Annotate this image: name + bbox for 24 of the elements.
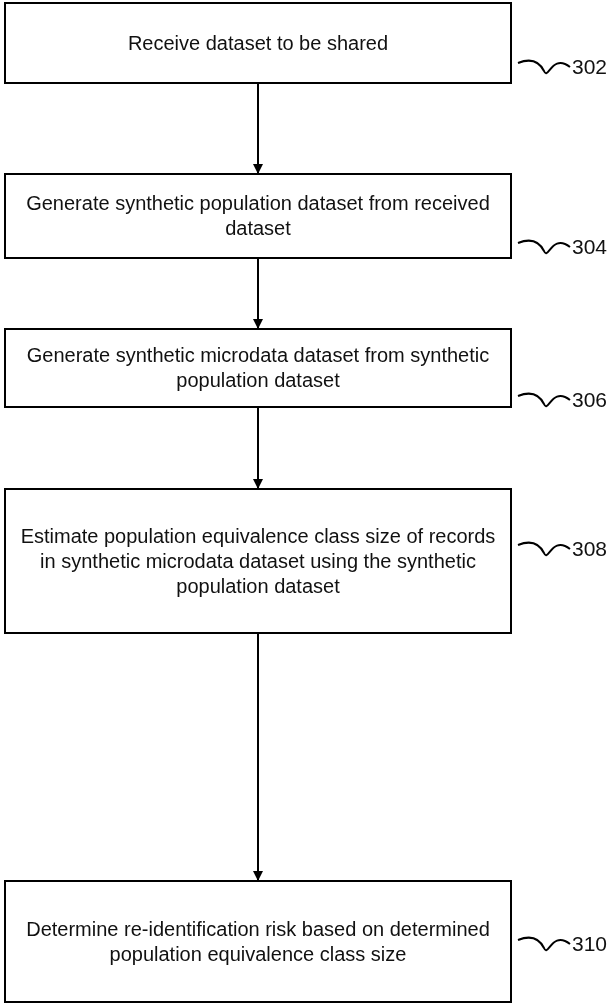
process-box bbox=[4, 880, 512, 1003]
step-text: Estimate population equivalence class size of records in synthetic microdata dataset using the synthetic population dataset bbox=[19, 523, 497, 599]
reference-number: 304 bbox=[572, 235, 608, 259]
reference-number: 302 bbox=[572, 55, 608, 79]
step-text: Generate synthetic microdata dataset from synthetic population dataset bbox=[25, 343, 491, 393]
leader-line bbox=[517, 541, 571, 557]
leader-line bbox=[517, 936, 571, 952]
leader-line bbox=[517, 239, 571, 255]
step-text: Receive dataset to be shared bbox=[127, 30, 389, 56]
reference-number: 310 bbox=[572, 932, 608, 956]
process-box bbox=[4, 488, 512, 634]
process-box bbox=[4, 328, 512, 408]
arrow bbox=[253, 407, 263, 489]
process-box bbox=[4, 173, 512, 259]
reference-number: 308 bbox=[572, 537, 608, 561]
arrow bbox=[253, 258, 263, 329]
leader-line bbox=[517, 59, 571, 75]
step-text: Generate synthetic population dataset from received dataset bbox=[25, 191, 491, 241]
arrow bbox=[253, 633, 263, 881]
leader-line bbox=[517, 392, 571, 408]
process-box bbox=[4, 2, 512, 84]
step-text: Determine re-identification risk based on determined population equivalence class size bbox=[25, 916, 491, 967]
reference-number: 306 bbox=[572, 388, 608, 412]
arrow bbox=[253, 83, 263, 174]
